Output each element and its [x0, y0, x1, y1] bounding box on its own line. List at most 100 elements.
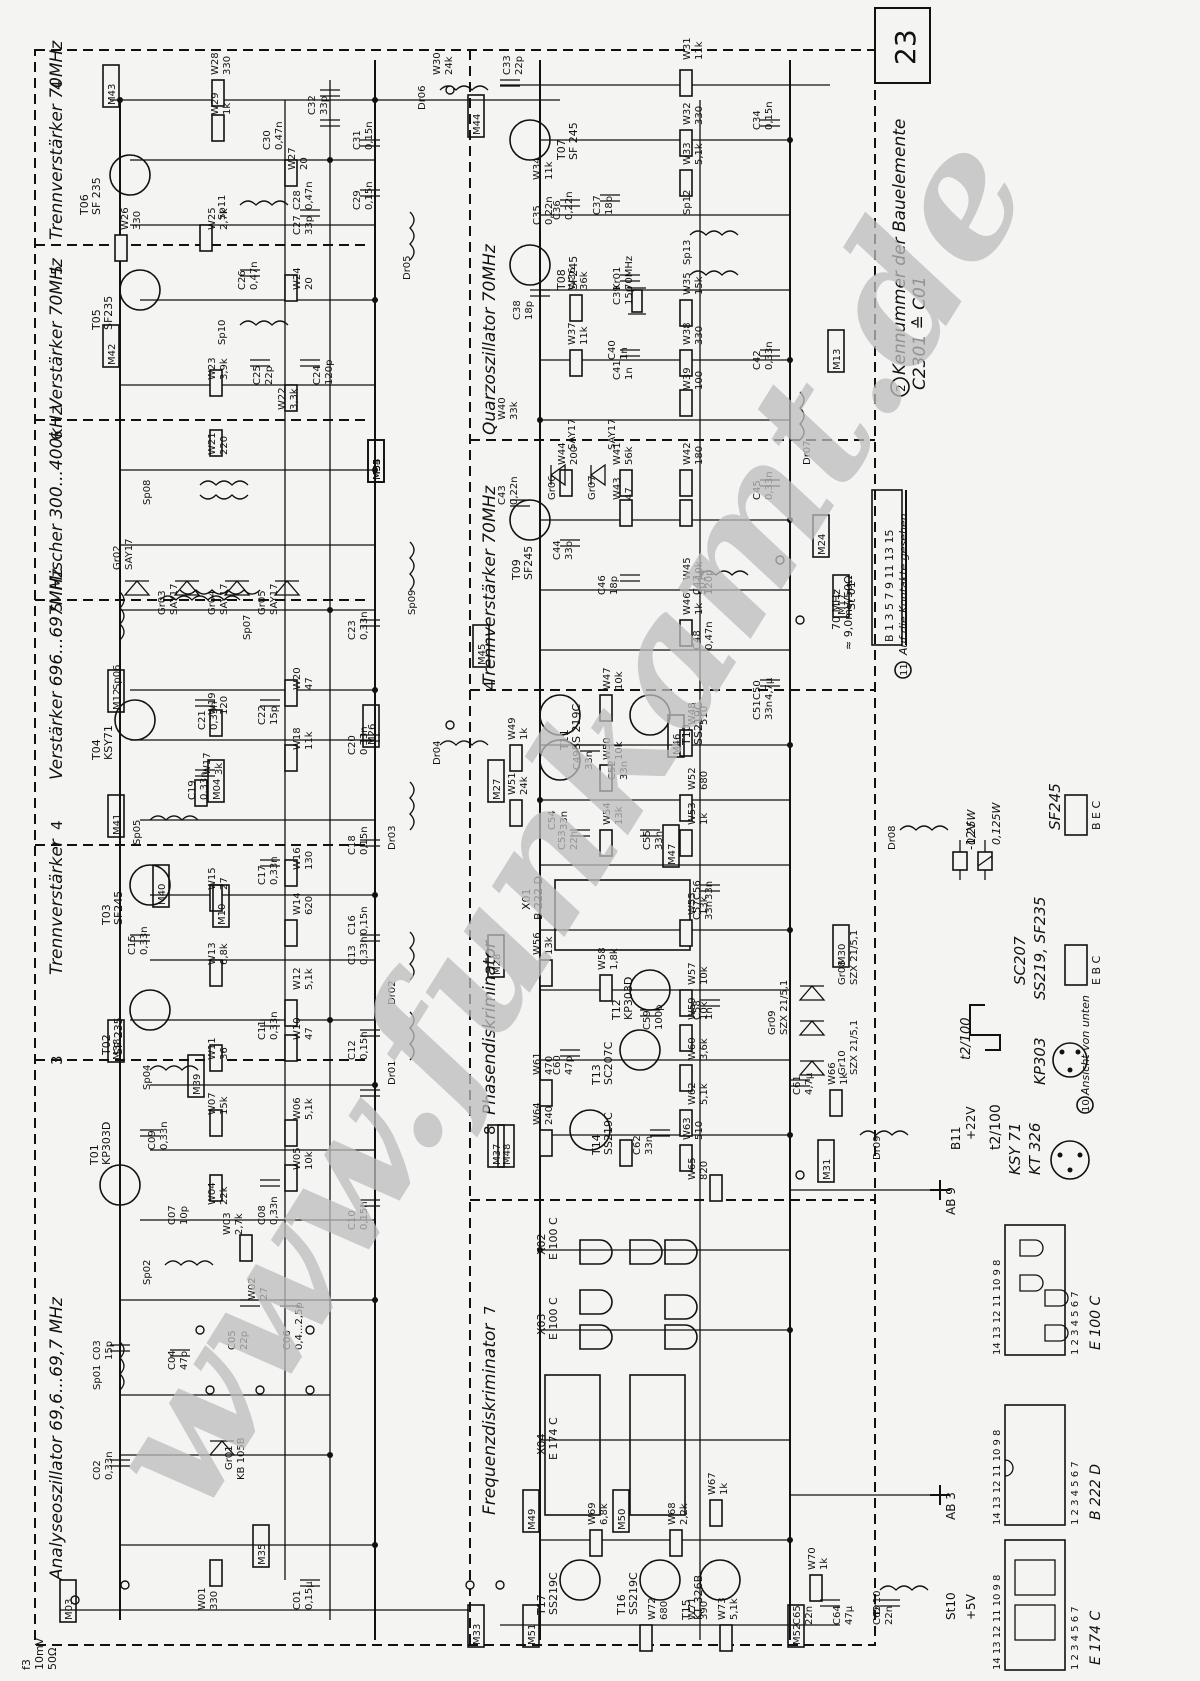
section-4c-title: Trennverstärker 70MHz: [480, 485, 500, 685]
resistor-w19-value: 120: [219, 696, 230, 715]
measure-point-box: [787, 1604, 805, 1648]
capacitor-c41-value: 1n: [624, 367, 635, 380]
t03-symbol: [129, 864, 171, 906]
measure-point-m53: M53: [372, 459, 383, 480]
measure-point-box: [107, 1019, 125, 1063]
capacitor-c21-value: 0,33n: [209, 701, 220, 730]
resistor-w32-value: 330: [694, 106, 705, 125]
page-number: 23: [889, 29, 922, 65]
resistor-w01-value: 330: [209, 1591, 220, 1610]
t13-ref: T13: [590, 1064, 603, 1086]
t05-ref: T05: [90, 309, 103, 331]
resistor-w34-value: 11k: [544, 161, 555, 180]
resistor-w11-value: 36: [219, 1047, 230, 1060]
measure-point-m47: M47: [667, 844, 678, 865]
resistor-w05-ref: W05: [292, 1147, 303, 1170]
component-note-text: Kennummer der Bauelemente: [890, 119, 910, 375]
t14-type: SS219C: [602, 1112, 615, 1155]
capacitor-c63-ref: C63: [872, 1605, 883, 1625]
legend-ic2-label: B 222 D: [1088, 1464, 1104, 1520]
resistor-w57-ref: W57: [687, 962, 698, 985]
input-labels: f3 10mV 50Ω: [20, 1637, 59, 1670]
resistor-w50-value: 10k: [614, 741, 625, 760]
resistor-w18-ref: W18: [292, 727, 303, 750]
capacitor-c34-value: 0,15n: [764, 101, 775, 130]
section-9-title: Quarzoszillator 70MHz: [480, 243, 500, 435]
gr08-type: SZX 21/5,1: [849, 930, 860, 985]
capacitor-c12-ref: C12: [347, 1040, 358, 1060]
coil-sp11-ref: Sp11: [217, 195, 228, 220]
t11-symbol: [539, 694, 581, 736]
t02-type: SF 235: [112, 1017, 125, 1055]
measure-point-m12: M12: [112, 689, 123, 710]
capacitor-c61-ref: C61: [792, 1075, 803, 1095]
capacitor-c19-ref: C19: [187, 780, 198, 800]
measure-point-m35: M35: [257, 1544, 268, 1565]
x02-type: E 100 C: [547, 1217, 560, 1260]
t16-symbol: [639, 1559, 681, 1601]
capacitor-c11-value: 0,33n: [269, 1011, 280, 1040]
resistor-w72-ref: W72: [647, 1597, 658, 1620]
resistor-w03-ref: W03: [222, 1212, 233, 1235]
gr10-type: SZX 21/5,1: [849, 1020, 860, 1075]
resistor-w39-ref: W39: [682, 367, 693, 390]
capacitor-c23-value: 0,33n: [359, 611, 370, 640]
capacitor-c17-ref: C17: [257, 865, 268, 885]
t13-type: SC207C: [602, 1041, 615, 1085]
resistor-w50-ref: W50: [602, 737, 613, 760]
measure-point-box: [817, 1139, 835, 1183]
resistor-w34-ref: W34: [532, 157, 543, 180]
measure-point-m17: M17: [837, 594, 848, 615]
resistor-w42-value: 180: [694, 446, 705, 465]
resistor-w60-ref: W60: [687, 1037, 698, 1060]
legend-resistors: 0,25W 0,125W: [952, 802, 1003, 880]
capacitor-c12-value: 0,15n: [359, 1031, 370, 1060]
coil-sp14-ref: Sp14: [697, 570, 708, 595]
capacitor-c42-ref: C42: [752, 350, 763, 370]
resistor-w32-ref: W32: [682, 102, 693, 125]
resistor-w07-ref: W07: [207, 1092, 218, 1115]
coil-sp13-ref: Sp13: [682, 240, 693, 265]
capacitor-c50-value: 4,7µ: [764, 677, 775, 700]
resistor-w41-ref: W41: [612, 442, 623, 465]
legend-res-0125: 0,125W: [990, 802, 1003, 845]
resistor-w68-ref: W68: [667, 1502, 678, 1525]
t15-ref: T15: [680, 1599, 693, 1621]
resistor-w13-value: 6,8k: [219, 943, 230, 965]
t12-type: KP303D: [622, 977, 635, 1020]
measure-point-box: [107, 669, 125, 713]
capacitor-c64-ref: C64: [832, 1605, 843, 1625]
measure-point-box: [367, 439, 385, 483]
measure-point-m39: M39: [192, 1074, 203, 1095]
junctions: [117, 97, 793, 1548]
resistor-glyphs: [114, 69, 843, 1652]
connector-st01: B 1 3 5 7 9 11 13 15 St 01 11 Auf die Ko…: [845, 489, 912, 679]
coil-glyphs: [119, 85, 949, 1591]
measure-point-box: [212, 884, 230, 928]
capacitor-c39-value: 15p: [624, 286, 635, 305]
capacitor-c01-value: 0,15µ: [304, 1581, 315, 1610]
supply-labels: +5V St10 +22V -12V AB 9 AB 3 B11 t2/100: [944, 821, 1004, 1620]
transistor-labels: T01 KP303D T02 SF 235 T03 SF245 T04 KSY7…: [78, 122, 705, 1621]
measure-point-box: [812, 514, 830, 558]
resistor-w23-ref: W23: [207, 357, 218, 380]
resistor-w23-value: 3,9k: [219, 358, 230, 380]
resistor-w26-value: 330: [132, 211, 143, 230]
resistor-w27-ref: W27: [287, 147, 298, 170]
measure-point-m13: M13: [832, 349, 843, 370]
legend-ic3-label: E 174 C: [1088, 1611, 1104, 1665]
section-5a-num: 5: [48, 602, 66, 612]
resistor-w24-value: 20: [304, 277, 315, 290]
section-8-title: Phasendiskriminator: [480, 940, 500, 1115]
measure-point-m27: M27: [492, 779, 503, 800]
output-level: ≈ 9,0mV/50Ω: [842, 575, 855, 650]
x03-type: E 100 C: [547, 1297, 560, 1340]
coil-labels: Sp01Sp02Sp04Sp05Sp06Sp07Sp08Sp09Sp10Sp11…: [92, 190, 708, 1390]
measure-point-box: [467, 1604, 485, 1648]
t12-ref: T12: [610, 999, 623, 1021]
resistor-w04-ref: W04: [207, 1182, 218, 1205]
legend-pulse: t2/100: [959, 1004, 1001, 1060]
capacitor-c57-value: 33n: [704, 901, 715, 920]
